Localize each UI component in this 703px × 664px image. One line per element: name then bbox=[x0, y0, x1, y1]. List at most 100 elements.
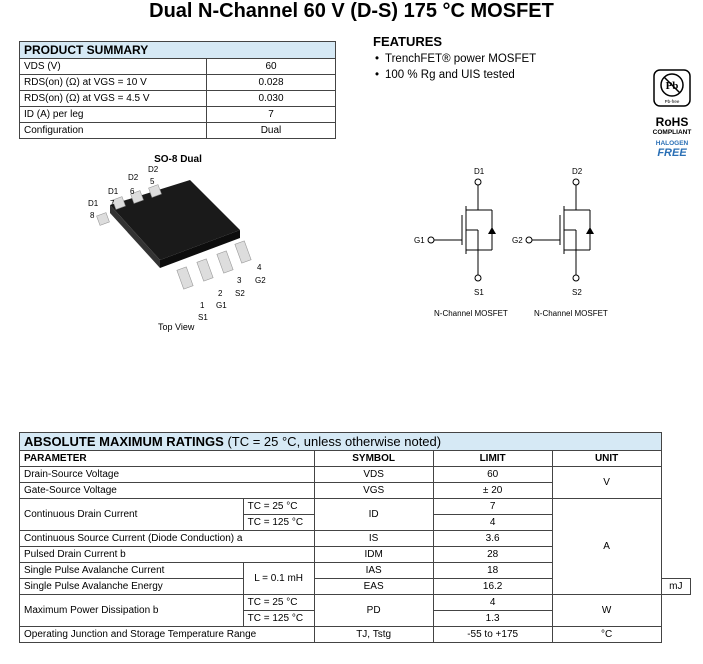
param-cell: Single Pulse Avalanche Energy bbox=[19, 578, 244, 595]
pin-label: 6 bbox=[130, 187, 135, 196]
col-limit: LIMIT bbox=[432, 450, 553, 467]
limit-cell: 1.3 bbox=[432, 610, 553, 627]
limit-cell: 18 bbox=[432, 562, 553, 579]
table-row: Pulsed Drain Current b IDM 28 bbox=[19, 546, 691, 563]
pb-free-label: Pb-free bbox=[665, 99, 680, 104]
pin-label: D2 bbox=[148, 165, 159, 174]
table-row: Maximum Power Dissipation b TC = 25 °C P… bbox=[19, 594, 691, 627]
schem-label: G2 bbox=[512, 236, 523, 245]
summary-value: 0.030 bbox=[206, 90, 336, 107]
features-section: FEATURES TrenchFET® power MOSFET 100 % R… bbox=[373, 34, 536, 83]
halogen-free-label: FREE bbox=[657, 147, 687, 159]
table-row: Gate-Source Voltage VGS ± 20 bbox=[19, 482, 691, 499]
symbol-cell: IS bbox=[313, 530, 434, 547]
param-cell: Continuous Drain Current bbox=[19, 498, 244, 531]
cond-cell: TC = 25 °C bbox=[242, 594, 315, 611]
table-row: TC = 125 °C 1.3 bbox=[20, 610, 691, 627]
package-title: SO-8 Dual bbox=[154, 154, 202, 165]
pin-label: 5 bbox=[150, 177, 155, 186]
schem-label: S2 bbox=[572, 288, 582, 297]
table-row: TC = 125 °C 4 bbox=[20, 514, 691, 531]
cond-cell: TC = 125 °C bbox=[242, 514, 315, 531]
summary-label: RDS(on) (Ω) at VGS = 10 V bbox=[19, 74, 207, 91]
symbol-cell: VDS bbox=[313, 466, 434, 483]
symbol-cell: PD bbox=[313, 594, 434, 627]
pin-label: 4 bbox=[257, 263, 262, 272]
table-row: Operating Junction and Storage Temperatu… bbox=[19, 626, 691, 643]
limit-cell: 3.6 bbox=[432, 530, 553, 547]
unit-cell: °C bbox=[551, 626, 662, 643]
cond-cell: L = 0.1 mH bbox=[242, 562, 315, 595]
symbol-cell: IDM bbox=[313, 546, 434, 563]
pin-label: S2 bbox=[235, 289, 245, 298]
pin-label: 7 bbox=[110, 199, 115, 208]
pin-label: 3 bbox=[237, 276, 242, 285]
param-cell: Continuous Source Current (Diode Conduct… bbox=[19, 530, 315, 547]
summary-value: 7 bbox=[206, 106, 336, 123]
features-heading: FEATURES bbox=[373, 34, 443, 49]
param-cell: Operating Junction and Storage Temperatu… bbox=[19, 626, 315, 643]
param-cell: Drain-Source Voltage bbox=[19, 466, 315, 483]
symbol-cell: ID bbox=[313, 498, 434, 531]
rohs-compliant: COMPLIANT bbox=[652, 129, 692, 136]
summary-value: 0.028 bbox=[206, 74, 336, 91]
pin-label: D1 bbox=[108, 187, 119, 196]
pin-label: D1 bbox=[88, 199, 99, 208]
limit-cell: 4 bbox=[432, 514, 553, 531]
abs-heading: ABSOLUTE MAXIMUM RATINGS bbox=[24, 434, 224, 449]
symbol-cell: EAS bbox=[313, 578, 434, 595]
rohs-label: RoHS bbox=[655, 115, 689, 129]
schem-caption: N-Channel MOSFET bbox=[534, 309, 608, 318]
unit-cell: A bbox=[551, 498, 662, 595]
summary-value: 60 bbox=[206, 58, 336, 75]
limit-cell: 28 bbox=[432, 546, 553, 563]
limit-cell: -55 to +175 bbox=[432, 626, 553, 643]
mosfet-schematic: D1 G1 S1 D2 G2 S2 N-Channel MOSFET N-Cha… bbox=[414, 167, 608, 318]
abs-condition: (TC = 25 °C, unless otherwise noted) bbox=[227, 434, 442, 449]
pin-label: D2 bbox=[128, 173, 139, 182]
pin-label: G2 bbox=[255, 276, 266, 285]
halogen-label: HALOGEN bbox=[655, 140, 689, 147]
symbol-cell: VGS bbox=[313, 482, 434, 499]
table-row: Single Pulse Avalanche Energy EAS 16.2 m… bbox=[19, 578, 692, 595]
col-unit: UNIT bbox=[551, 450, 662, 467]
param-cell: Gate-Source Voltage bbox=[19, 482, 315, 499]
abs-heading-cell: ABSOLUTE MAXIMUM RATINGS (TC = 25 °C, un… bbox=[19, 432, 662, 451]
pb-free-icon: Pb Pb-free bbox=[653, 69, 691, 107]
summary-label: VDS (V) bbox=[19, 58, 207, 75]
absolute-maximum-ratings-table: ABSOLUTE MAXIMUM RATINGS (TC = 25 °C, un… bbox=[19, 432, 692, 643]
schem-label: D2 bbox=[572, 167, 583, 176]
feature-item: TrenchFET® power MOSFET bbox=[375, 51, 536, 67]
col-parameter: PARAMETER bbox=[19, 450, 315, 467]
col-symbol: SYMBOL bbox=[313, 450, 434, 467]
schem-label: S1 bbox=[474, 288, 484, 297]
limit-cell: 60 bbox=[432, 466, 553, 483]
table-row: Drain-Source Voltage VDS 60 V bbox=[19, 466, 691, 499]
pin-label: 2 bbox=[218, 289, 223, 298]
schem-label: D1 bbox=[474, 167, 485, 176]
pin-label: G1 bbox=[216, 301, 227, 310]
cond-cell: TC = 125 °C bbox=[242, 610, 315, 627]
schem-label: G1 bbox=[414, 236, 425, 245]
param-cell: Single Pulse Avalanche Current bbox=[19, 562, 244, 579]
page-title: Dual N-Channel 60 V (D-S) 175 °C MOSFET bbox=[149, 0, 554, 22]
feature-item: 100 % Rg and UIS tested bbox=[375, 67, 536, 83]
compliance-badges: Pb Pb-free RoHS COMPLIANT HALOGEN FREE bbox=[648, 68, 696, 159]
symbol-cell: TJ, Tstg bbox=[313, 626, 434, 643]
limit-cell: 7 bbox=[432, 498, 553, 515]
unit-cell: mJ bbox=[660, 578, 692, 595]
table-row: Continuous Source Current (Diode Conduct… bbox=[19, 530, 691, 547]
so8-package-drawing: SO-8 Dual D2 5 D2 6 D1 7 D1 8 4 G2 3 S2 … bbox=[88, 154, 266, 332]
table-row: Continuous Drain Current TC = 25 °C ID 7… bbox=[19, 498, 691, 595]
param-cell: Maximum Power Dissipation b bbox=[19, 594, 244, 627]
pin-label: 8 bbox=[90, 211, 95, 220]
top-view-label: Top View bbox=[158, 322, 195, 332]
summary-value: Dual bbox=[206, 122, 336, 139]
unit-cell: V bbox=[551, 466, 662, 499]
summary-label: Configuration bbox=[19, 122, 207, 139]
limit-cell: 16.2 bbox=[432, 578, 553, 595]
pin-label: S1 bbox=[198, 313, 208, 322]
limit-cell: ± 20 bbox=[432, 482, 553, 499]
table-row: Single Pulse Avalanche Current L = 0.1 m… bbox=[19, 562, 691, 595]
param-cell: Pulsed Drain Current b bbox=[19, 546, 315, 563]
